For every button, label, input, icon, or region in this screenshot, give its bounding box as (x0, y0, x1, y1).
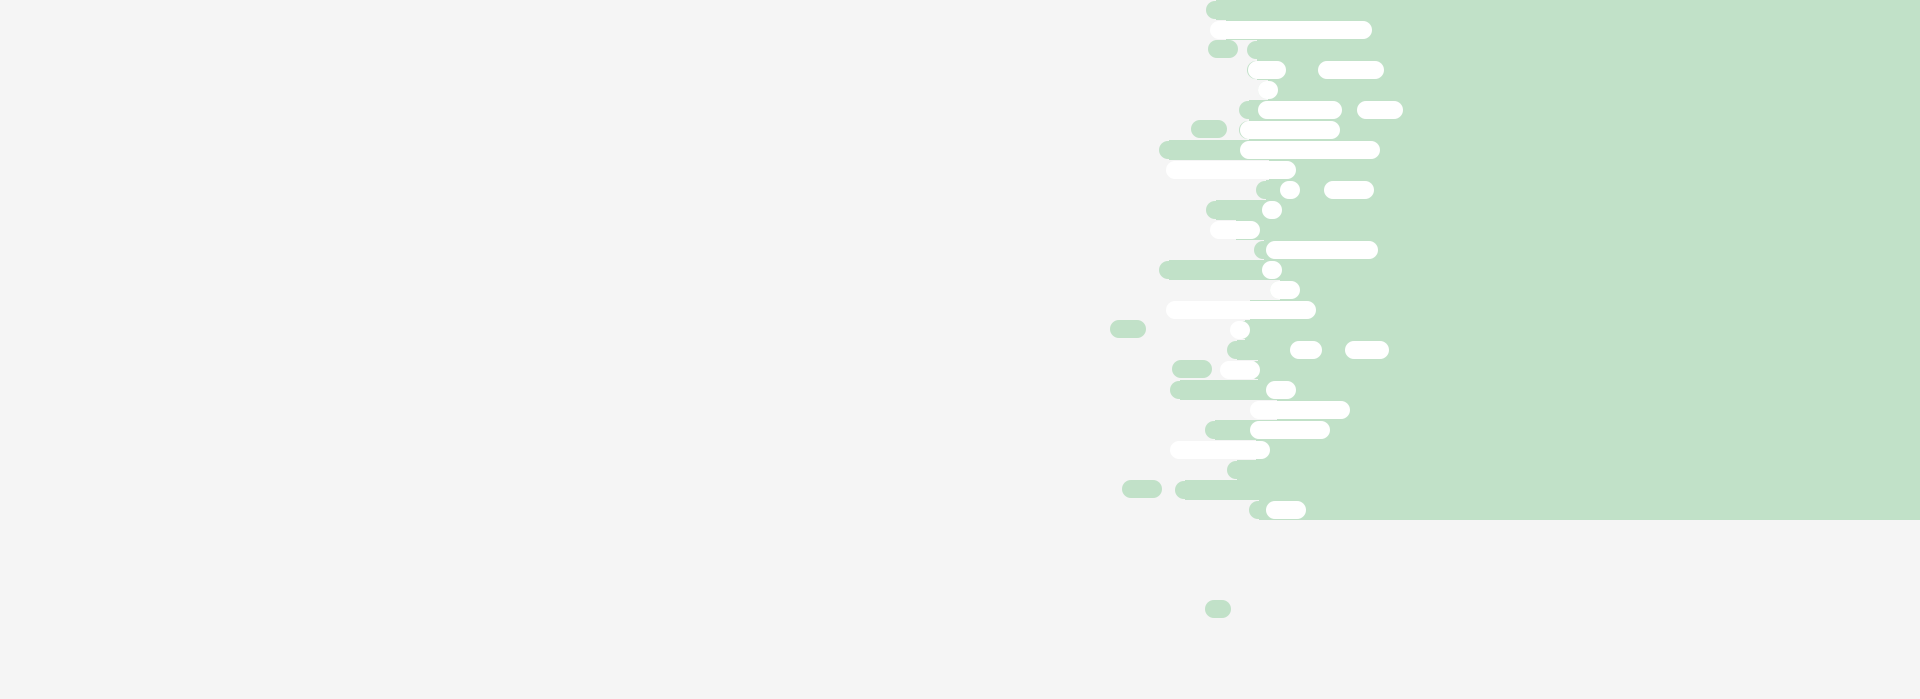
green-band (1259, 500, 1920, 520)
white-pill (1240, 121, 1340, 139)
green-band (1180, 380, 1920, 400)
floating-green-pill (1172, 360, 1212, 378)
white-pill (1210, 221, 1260, 239)
white-pill (1240, 141, 1380, 159)
floating-green-pill (1191, 120, 1227, 138)
white-pill (1290, 341, 1322, 359)
green-band-cap (1159, 261, 1199, 279)
white-pill (1270, 281, 1300, 299)
white-pill (1248, 61, 1286, 79)
green-band (1249, 120, 1920, 140)
floating-green-pill (1110, 320, 1146, 338)
floating-green-pill (1208, 40, 1238, 58)
green-band (1257, 40, 1920, 60)
green-band (1269, 160, 1920, 180)
green-band (1216, 0, 1920, 20)
green-band (1277, 400, 1920, 420)
white-pill (1230, 321, 1250, 339)
green-band (1169, 260, 1920, 280)
white-pill (1262, 201, 1282, 219)
green-band (1185, 480, 1920, 500)
white-pill (1266, 241, 1378, 259)
green-band (1256, 440, 1920, 460)
floating-green-pill (1122, 480, 1162, 498)
white-pill (1258, 81, 1278, 99)
green-band (1280, 280, 1920, 300)
green-band (1237, 340, 1920, 360)
green-band-cap (1227, 341, 1267, 359)
green-band (1257, 60, 1920, 80)
white-pill (1262, 261, 1282, 279)
green-band (1216, 200, 1920, 220)
white-pill (1170, 441, 1270, 459)
green-band (1250, 300, 1920, 320)
green-band (1268, 80, 1920, 100)
white-pill (1345, 341, 1389, 359)
green-band-cap (1170, 381, 1210, 399)
green-band-cap (1227, 461, 1267, 479)
white-pill (1258, 101, 1342, 119)
white-pill (1357, 101, 1403, 119)
green-band (1258, 360, 1920, 380)
white-pill (1318, 61, 1384, 79)
white-pill (1166, 301, 1316, 319)
white-pill (1220, 361, 1260, 379)
green-band-cap (1159, 141, 1199, 159)
green-band (1215, 420, 1920, 440)
green-band-cap (1206, 201, 1246, 219)
green-panel (1159, 0, 1920, 520)
white-pill-group (1166, 21, 1403, 519)
green-pill-group (1110, 40, 1238, 618)
green-band-cap (1206, 1, 1246, 19)
green-band (1245, 320, 1920, 340)
floating-green-pill (1205, 600, 1231, 618)
green-band (1249, 100, 1920, 120)
white-pill (1250, 401, 1350, 419)
white-pill (1250, 421, 1330, 439)
white-pill (1166, 161, 1296, 179)
green-band (1266, 180, 1920, 200)
white-pill (1280, 181, 1300, 199)
white-pill (1266, 501, 1306, 519)
green-band (1226, 20, 1920, 40)
green-band (1237, 460, 1920, 480)
white-pill (1324, 181, 1374, 199)
white-pill (1266, 381, 1296, 399)
green-band (1236, 220, 1920, 240)
green-band-cap (1205, 421, 1245, 439)
green-band-cap (1175, 481, 1215, 499)
white-pill (1210, 21, 1372, 39)
green-band-cap (1247, 41, 1287, 59)
green-band (1264, 240, 1920, 260)
